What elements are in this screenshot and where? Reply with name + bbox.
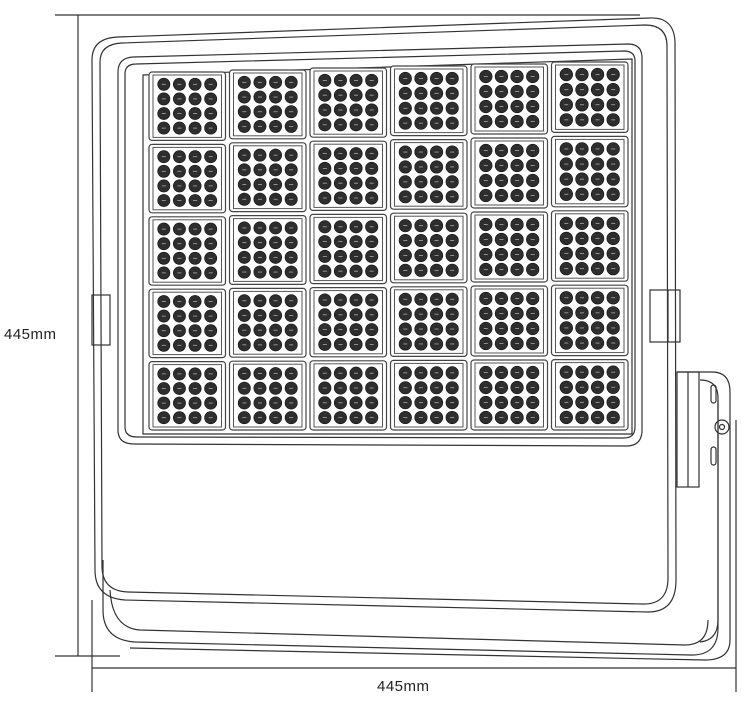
housing-back	[102, 400, 719, 656]
led-module	[228, 142, 307, 213]
led-module	[550, 135, 629, 208]
led-module	[389, 212, 468, 284]
bracket-bolt-icon	[714, 419, 730, 435]
led-module	[470, 137, 549, 209]
led-module	[148, 143, 227, 214]
led-module	[389, 65, 468, 137]
led-module	[228, 215, 307, 286]
led-module	[309, 67, 388, 138]
led-module	[309, 287, 388, 358]
led-module	[550, 359, 629, 431]
led-module	[148, 216, 227, 286]
led-module	[228, 287, 307, 358]
led-module	[550, 284, 629, 357]
led-module	[550, 210, 629, 282]
height-dimension-line	[55, 14, 640, 657]
led-module	[148, 71, 227, 142]
led-module	[550, 61, 629, 134]
left-side-clip	[91, 294, 111, 346]
led-module-grid	[148, 61, 629, 431]
led-module	[470, 359, 549, 431]
led-module	[389, 359, 468, 431]
housing-outer	[91, 17, 677, 613]
led-module	[309, 360, 388, 431]
right-side-clip	[649, 289, 681, 343]
led-window-frame	[117, 43, 643, 447]
led-module	[309, 213, 388, 285]
mounting-bracket	[129, 371, 731, 661]
led-module	[228, 360, 307, 431]
led-module	[389, 286, 468, 357]
height-dimension-label: 445mm	[4, 326, 57, 343]
led-module	[470, 63, 549, 135]
led-module	[309, 140, 388, 211]
led-module	[470, 211, 549, 283]
width-dimension-line	[91, 420, 737, 692]
led-module	[228, 69, 307, 140]
led-module	[148, 361, 227, 431]
led-module	[389, 139, 468, 210]
led-module	[148, 288, 227, 359]
led-module	[470, 285, 549, 357]
width-dimension-label: 445mm	[377, 678, 430, 695]
